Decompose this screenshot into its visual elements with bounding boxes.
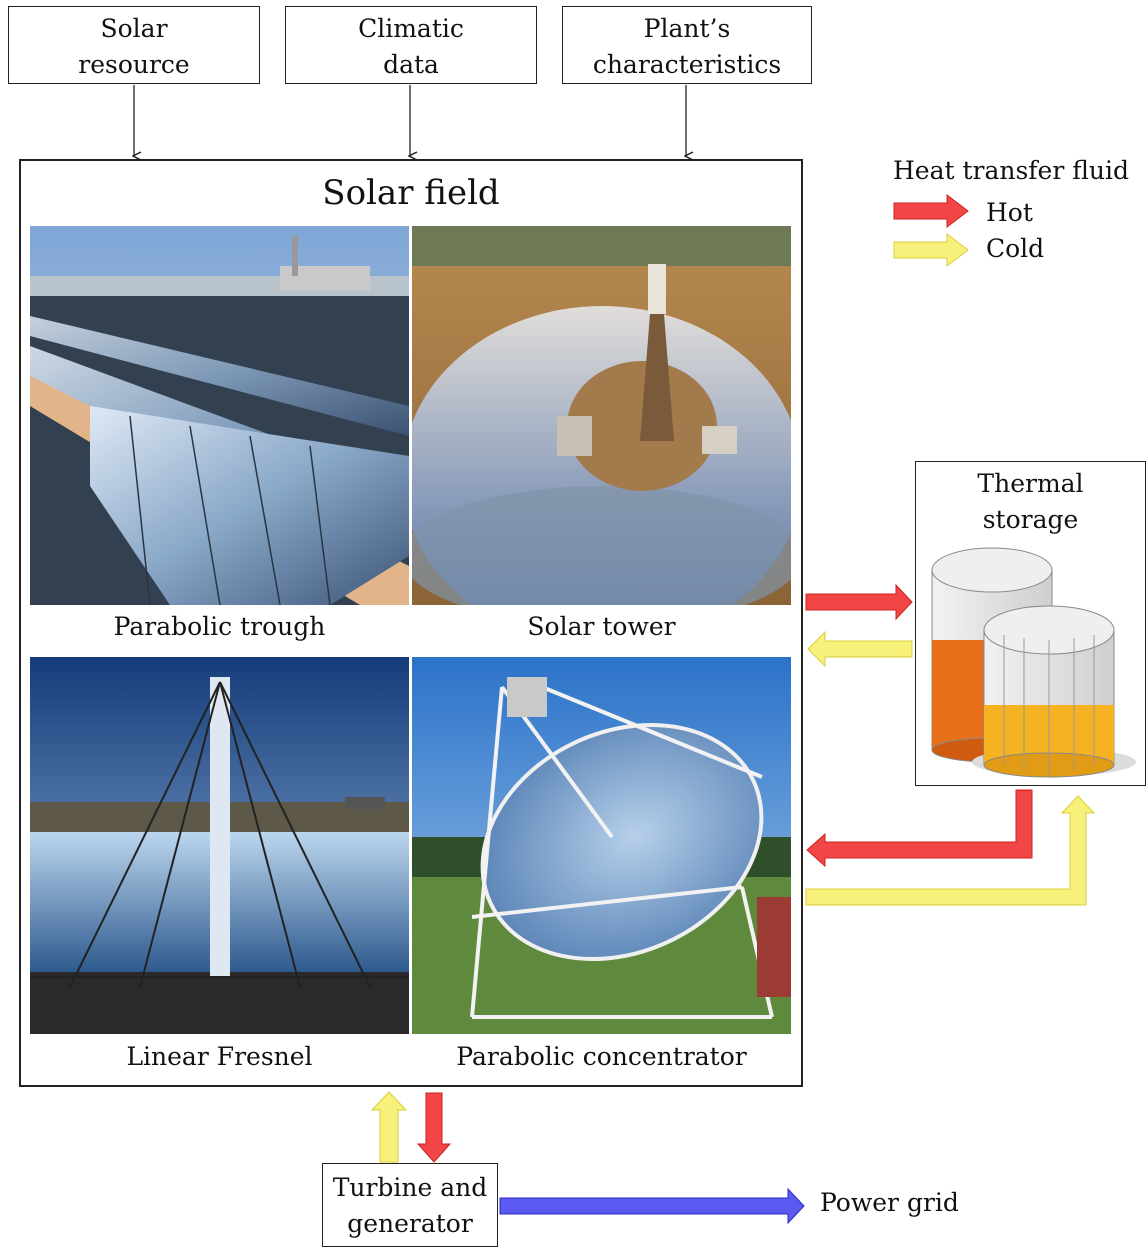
arrow-turbine-to-grid	[499, 1187, 805, 1225]
caption-parabolic-concentrator: Parabolic concentrator	[456, 1042, 747, 1071]
photo-solar-tower	[412, 226, 791, 605]
legend-cold-label: Cold	[986, 234, 1045, 263]
legend-title: Heat transfer fluid	[892, 156, 1130, 185]
turbine-generator-box: Turbine and generator	[322, 1163, 498, 1247]
input-label-line1: Solar	[100, 14, 168, 43]
turbine-label-line2: generator	[347, 1209, 473, 1238]
input-label-line2: characteristics	[592, 50, 782, 79]
arrow-field-to-storage-hot	[805, 583, 913, 621]
photo-parabolic-concentrator	[412, 657, 791, 1034]
caption-solar-tower: Solar tower	[527, 612, 676, 641]
photo-linear-fresnel	[30, 657, 409, 1034]
storage-tanks-illustration	[931, 547, 1136, 778]
input-label-line2: data	[383, 50, 439, 79]
arrow-field-to-storage-cold	[805, 795, 1096, 906]
storage-label-line2: storage	[982, 505, 1079, 534]
storage-label-line1: Thermal	[977, 469, 1084, 498]
input-label-line1: Climatic	[358, 14, 464, 43]
thermal-storage-box: Thermal storage	[915, 461, 1146, 786]
arrow-field-to-turbine-hot	[416, 1092, 452, 1163]
input-label-line1: Plant’s	[643, 14, 731, 43]
power-grid-label: Power grid	[820, 1188, 959, 1217]
legend-cold-arrow	[893, 232, 969, 268]
legend-hot-arrow	[893, 193, 969, 229]
arrow-turbine-to-field-cold	[370, 1091, 408, 1163]
input-box-plant-characteristics: Plant’s characteristics	[562, 6, 812, 84]
input-arrows	[0, 85, 1147, 170]
arrow-storage-to-field-hot	[806, 789, 1033, 868]
input-label-line2: resource	[78, 50, 190, 79]
legend-hot-label: Hot	[986, 198, 1033, 227]
arrow-storage-to-field-cold	[807, 630, 913, 668]
input-box-climatic-data: Climatic data	[285, 6, 537, 84]
solar-field-title: Solar field	[322, 173, 500, 213]
turbine-label-line1: Turbine and	[332, 1173, 488, 1202]
input-box-solar-resource: Solar resource	[8, 6, 260, 84]
caption-parabolic-trough: Parabolic trough	[113, 612, 326, 641]
photo-parabolic-trough	[30, 226, 409, 605]
caption-linear-fresnel: Linear Fresnel	[126, 1042, 313, 1071]
